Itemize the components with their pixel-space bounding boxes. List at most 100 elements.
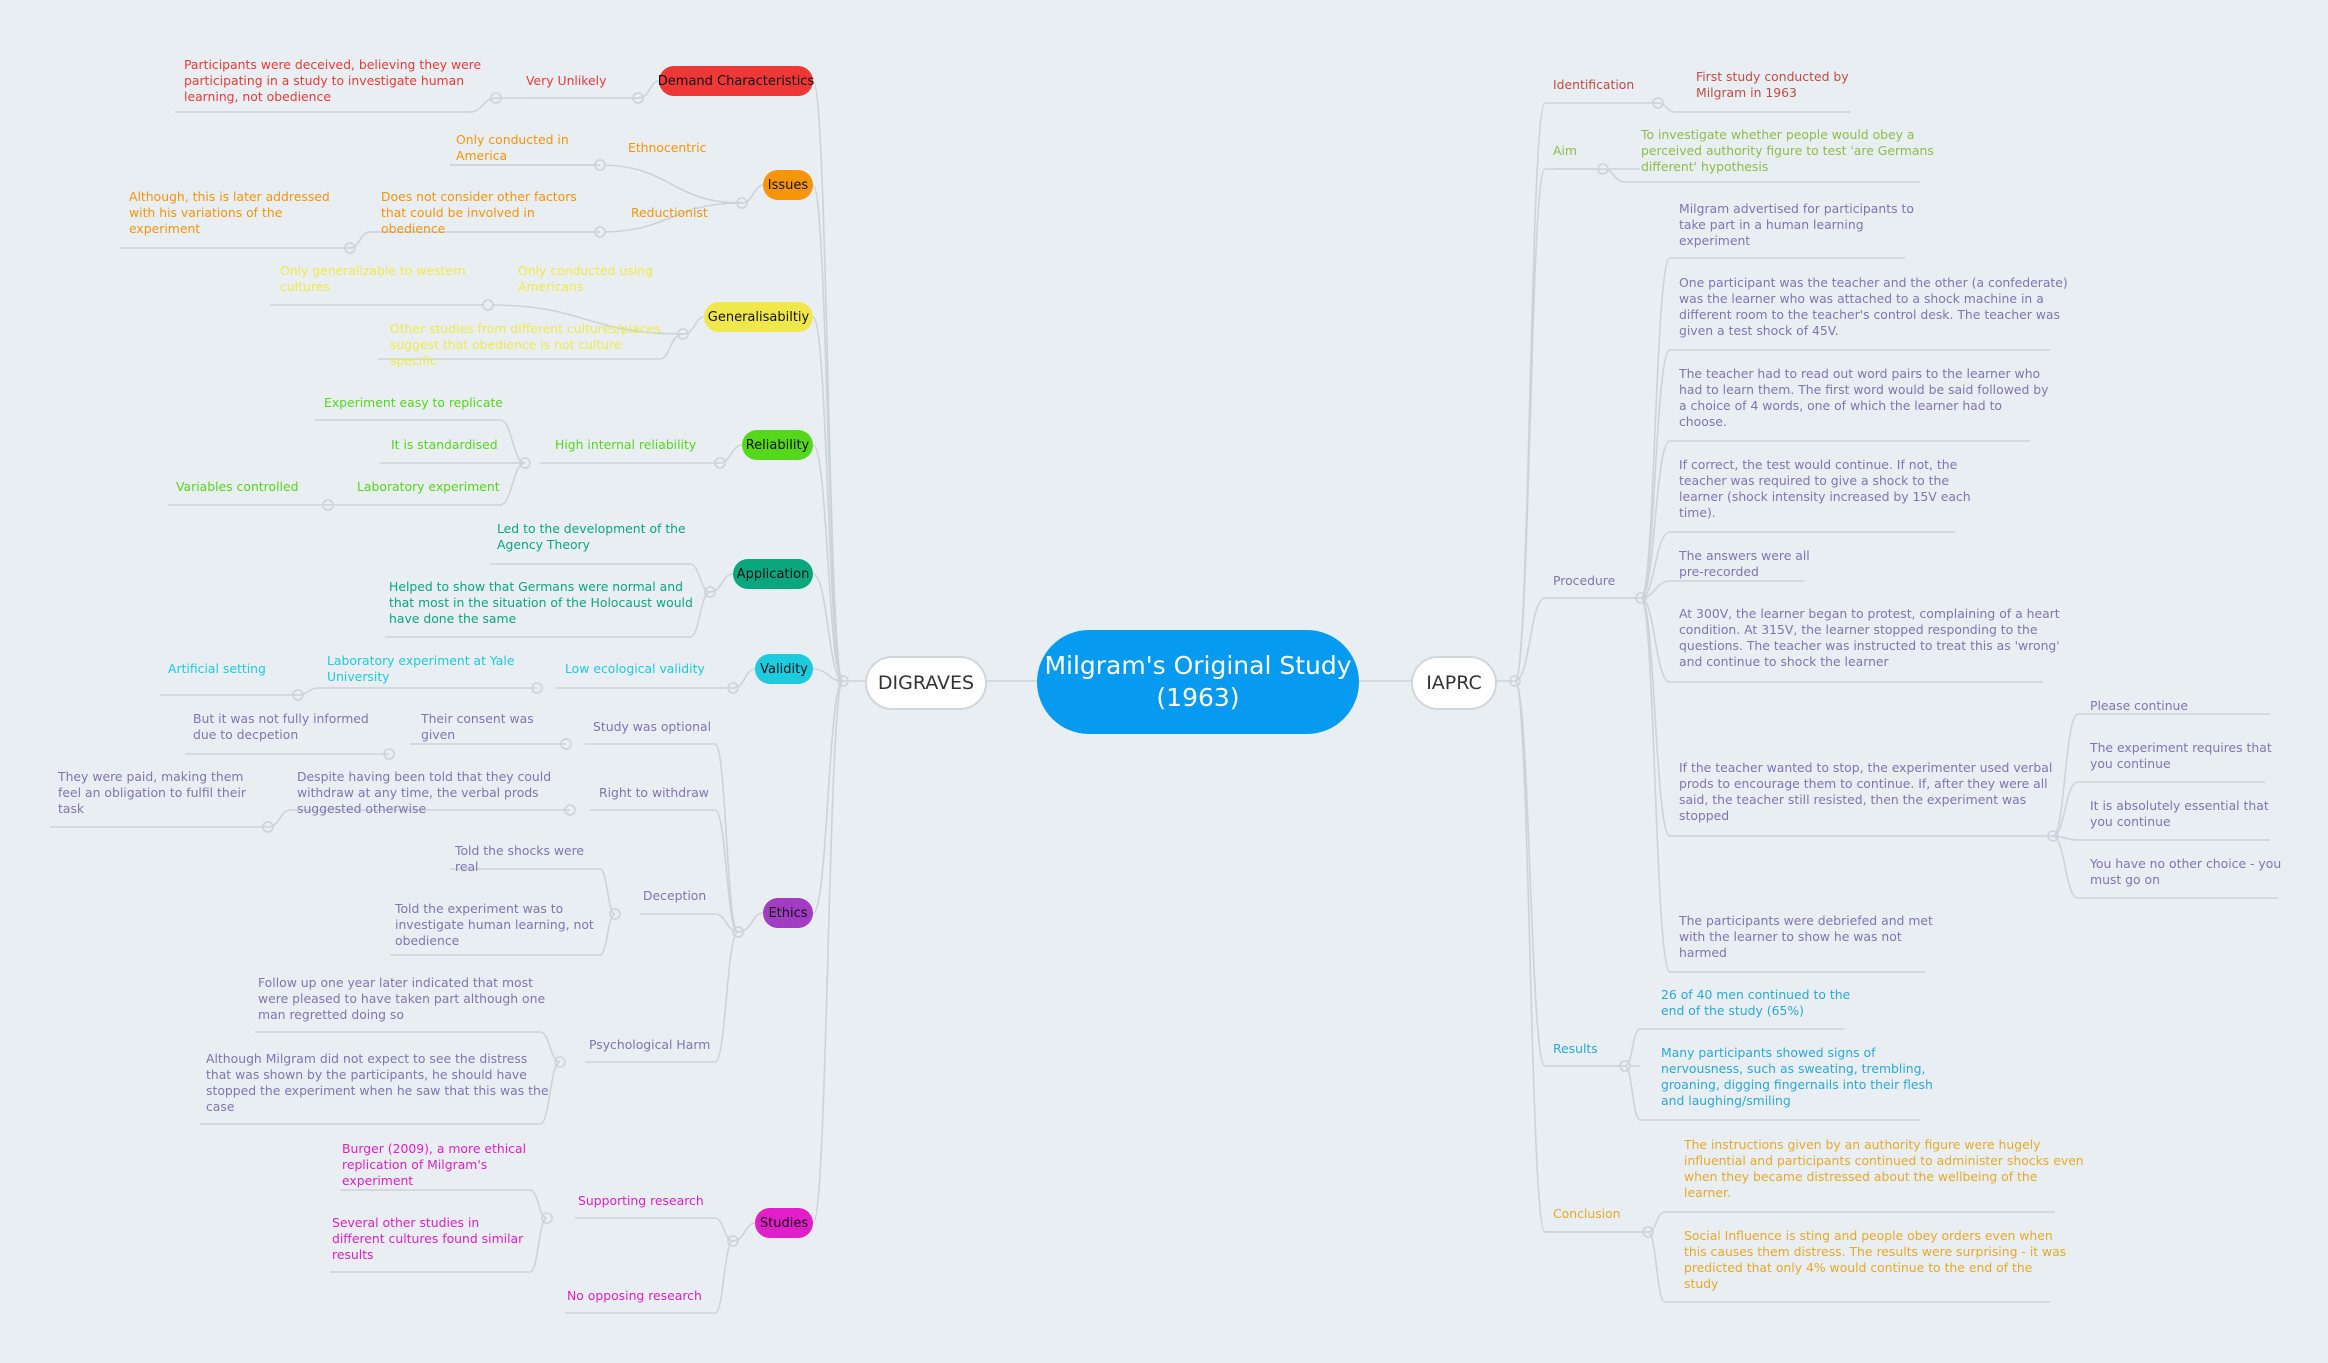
other-studies[interactable]: Other studies from different cultures/pl… bbox=[390, 321, 661, 369]
conclusion-2[interactable]: Social Influence is sting and people obe… bbox=[1684, 1228, 2066, 1292]
left-hub-digraves[interactable]: DIGRAVES bbox=[865, 656, 987, 710]
procedure-step-5-line: The answers were all bbox=[1679, 548, 1810, 563]
procedure-step-1-line: Milgram advertised for participants to bbox=[1679, 201, 1914, 216]
lab-experiment[interactable]: Laboratory experiment bbox=[357, 479, 500, 495]
pill-demand-characteristics[interactable]: Demand Characteristics bbox=[658, 66, 814, 96]
right-hub-iaprc[interactable]: IAPRC bbox=[1411, 656, 1497, 710]
procedure-step-7[interactable]: If the teacher wanted to stop, the exper… bbox=[1679, 760, 2052, 824]
germans-normal-line: that most in the situation of the Holoca… bbox=[389, 595, 693, 610]
ethnocentric-line: Ethnocentric bbox=[628, 140, 707, 155]
pill-generalisability[interactable]: Generalisabiltiy bbox=[704, 302, 813, 332]
pill-ethics-label: Ethics bbox=[768, 905, 808, 921]
reductionist[interactable]: Reductionist bbox=[631, 205, 708, 221]
western-cultures-line: Only generalizable to western bbox=[280, 263, 466, 278]
psychological-harm-line: Psychological Harm bbox=[589, 1037, 711, 1052]
aim[interactable]: Aim bbox=[1553, 143, 1577, 159]
results[interactable]: Results bbox=[1553, 1041, 1598, 1057]
result-2-line: groaning, digging fingernails into their… bbox=[1661, 1077, 1933, 1092]
ethnocentric[interactable]: Ethnocentric bbox=[628, 140, 706, 156]
conclusion-line: Conclusion bbox=[1553, 1206, 1621, 1221]
procedure-step-1-line: experiment bbox=[1679, 233, 1751, 248]
high-internal[interactable]: High internal reliability bbox=[555, 437, 696, 453]
conclusion-2-line: study bbox=[1684, 1276, 1719, 1291]
several-studies-line: different cultures found similar bbox=[332, 1231, 524, 1246]
psychological-harm[interactable]: Psychological Harm bbox=[589, 1037, 710, 1053]
deceived-note[interactable]: Participants were deceived, believing th… bbox=[184, 57, 481, 105]
low-ecological[interactable]: Low ecological validity bbox=[565, 661, 705, 677]
pill-studies[interactable]: Studies bbox=[755, 1208, 813, 1238]
variables-controlled[interactable]: Variables controlled bbox=[176, 479, 298, 495]
prod-4-line: You have no other choice - you bbox=[2090, 856, 2282, 871]
connector bbox=[330, 1217, 548, 1273]
connector bbox=[255, 1031, 561, 1063]
supporting-research[interactable]: Supporting research bbox=[578, 1193, 704, 1209]
procedure-step-2[interactable]: One participant was the teacher and the … bbox=[1679, 275, 2068, 339]
shocks-real-line: Told the shocks were bbox=[455, 843, 585, 858]
central-topic[interactable]: Milgram's Original Study (1963) bbox=[1037, 630, 1359, 734]
no-opposing[interactable]: No opposing research bbox=[567, 1288, 702, 1304]
distress-note[interactable]: Although Milgram did not expect to see t… bbox=[206, 1051, 548, 1115]
follow-up[interactable]: Follow up one year later indicated that … bbox=[258, 975, 545, 1023]
aim-text[interactable]: To investigate whether people would obey… bbox=[1641, 127, 1934, 175]
study-optional[interactable]: Study was optional bbox=[593, 719, 711, 735]
easy-replicate[interactable]: Experiment easy to replicate bbox=[324, 395, 503, 411]
only-americans-line: Only conducted using bbox=[518, 263, 653, 278]
low-ecological-line: Low ecological validity bbox=[565, 661, 705, 676]
right-hub-label: IAPRC bbox=[1426, 672, 1482, 694]
connector bbox=[1624, 1065, 1920, 1121]
very-unlikely[interactable]: Very Unlikely bbox=[526, 73, 606, 89]
deception[interactable]: Deception bbox=[643, 888, 706, 904]
pill-reliability[interactable]: Reliability bbox=[742, 430, 813, 460]
procedure-step-3[interactable]: The teacher had to read out word pairs t… bbox=[1679, 366, 2048, 430]
pill-issues[interactable]: Issues bbox=[763, 170, 813, 200]
identification[interactable]: Identification bbox=[1553, 77, 1634, 93]
connector bbox=[270, 304, 684, 335]
right-to-withdraw[interactable]: Right to withdraw bbox=[599, 785, 709, 801]
germans-normal[interactable]: Helped to show that Germans were normal … bbox=[389, 579, 693, 627]
procedure[interactable]: Procedure bbox=[1553, 573, 1615, 589]
despite-told[interactable]: Despite having been told that they could… bbox=[297, 769, 551, 817]
prod-1[interactable]: Please continue bbox=[2090, 698, 2188, 714]
other-studies-line: suggest that obedience is not culture bbox=[390, 337, 622, 352]
pill-ethics[interactable]: Ethics bbox=[763, 898, 813, 928]
pill-validity[interactable]: Validity bbox=[755, 654, 813, 684]
pill-reliability-label: Reliability bbox=[745, 437, 810, 453]
standardised[interactable]: It is standardised bbox=[391, 437, 498, 453]
burger-2009-line: replication of Milgram's bbox=[342, 1157, 488, 1172]
conclusion[interactable]: Conclusion bbox=[1553, 1206, 1621, 1222]
aim-line: Aim bbox=[1553, 143, 1577, 158]
conclusion-1[interactable]: The instructions given by an authority f… bbox=[1684, 1137, 2084, 1201]
pill-application[interactable]: Application bbox=[733, 559, 813, 589]
procedure-step-4[interactable]: If correct, the test would continue. If … bbox=[1679, 457, 1971, 521]
procedure-step-6[interactable]: At 300V, the learner began to protest, c… bbox=[1679, 606, 2060, 670]
paid-obligation-line: They were paid, making them bbox=[58, 769, 244, 784]
connector bbox=[565, 1240, 734, 1314]
only-america-line: Only conducted in bbox=[456, 132, 569, 147]
artificial-setting[interactable]: Artificial setting bbox=[168, 661, 266, 677]
procedure-step-4-line: time). bbox=[1679, 505, 1716, 520]
lab-experiment-line: Laboratory experiment bbox=[357, 479, 500, 494]
